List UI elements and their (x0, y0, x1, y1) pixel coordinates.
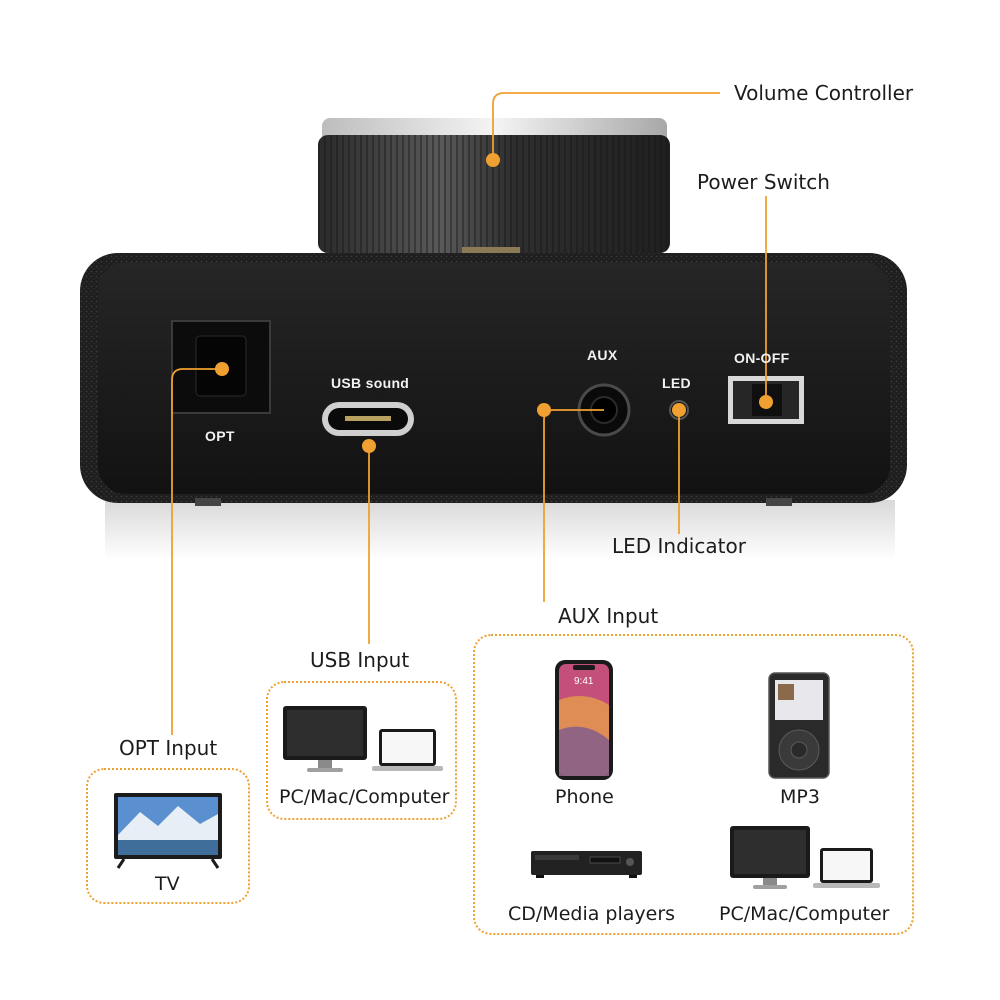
volume-controller-label: Volume Controller (734, 81, 914, 105)
usb-computer-label: PC/Mac/Computer (279, 786, 450, 808)
opt-port-label: OPT (205, 428, 235, 444)
aux-port-label: AUX (587, 347, 618, 363)
aux-devices-box (473, 634, 914, 935)
reflection (105, 500, 895, 560)
mp3-player-icon (768, 672, 830, 779)
led-label: LED (662, 375, 691, 391)
laptop-icon (372, 729, 443, 771)
opt-devices-box (86, 768, 250, 904)
callout-lines (171, 92, 767, 735)
usb-devices-box (266, 681, 457, 820)
callout-dots (215, 153, 773, 453)
aux-computer-label: PC/Mac/Computer (719, 903, 890, 925)
opt-input-label: OPT Input (119, 736, 218, 760)
phone-icon (555, 660, 613, 780)
usb-c-port[interactable] (322, 402, 414, 436)
power-switch-label: Power Switch (697, 170, 830, 194)
cd-player-label: CD/Media players (508, 903, 676, 925)
switch-label: ON-OFF (734, 350, 790, 366)
aux-input-label: AUX Input (558, 604, 659, 628)
usb-port-label: USB sound (331, 375, 410, 391)
tv-label: TV (155, 873, 180, 895)
mp3-label: MP3 (780, 786, 820, 808)
aux-laptop-icon (813, 848, 880, 888)
tv-icon (114, 793, 222, 869)
monitor-icon (283, 706, 367, 772)
cd-player-icon (531, 851, 642, 878)
aux-monitor-icon (730, 826, 810, 889)
volume-knob[interactable] (318, 118, 670, 261)
device-body (80, 253, 907, 506)
phone-label: Phone (555, 786, 614, 808)
phone-time: 9:41 (574, 676, 594, 687)
led-indicator-label: LED Indicator (612, 534, 746, 558)
usb-input-label: USB Input (310, 648, 410, 672)
